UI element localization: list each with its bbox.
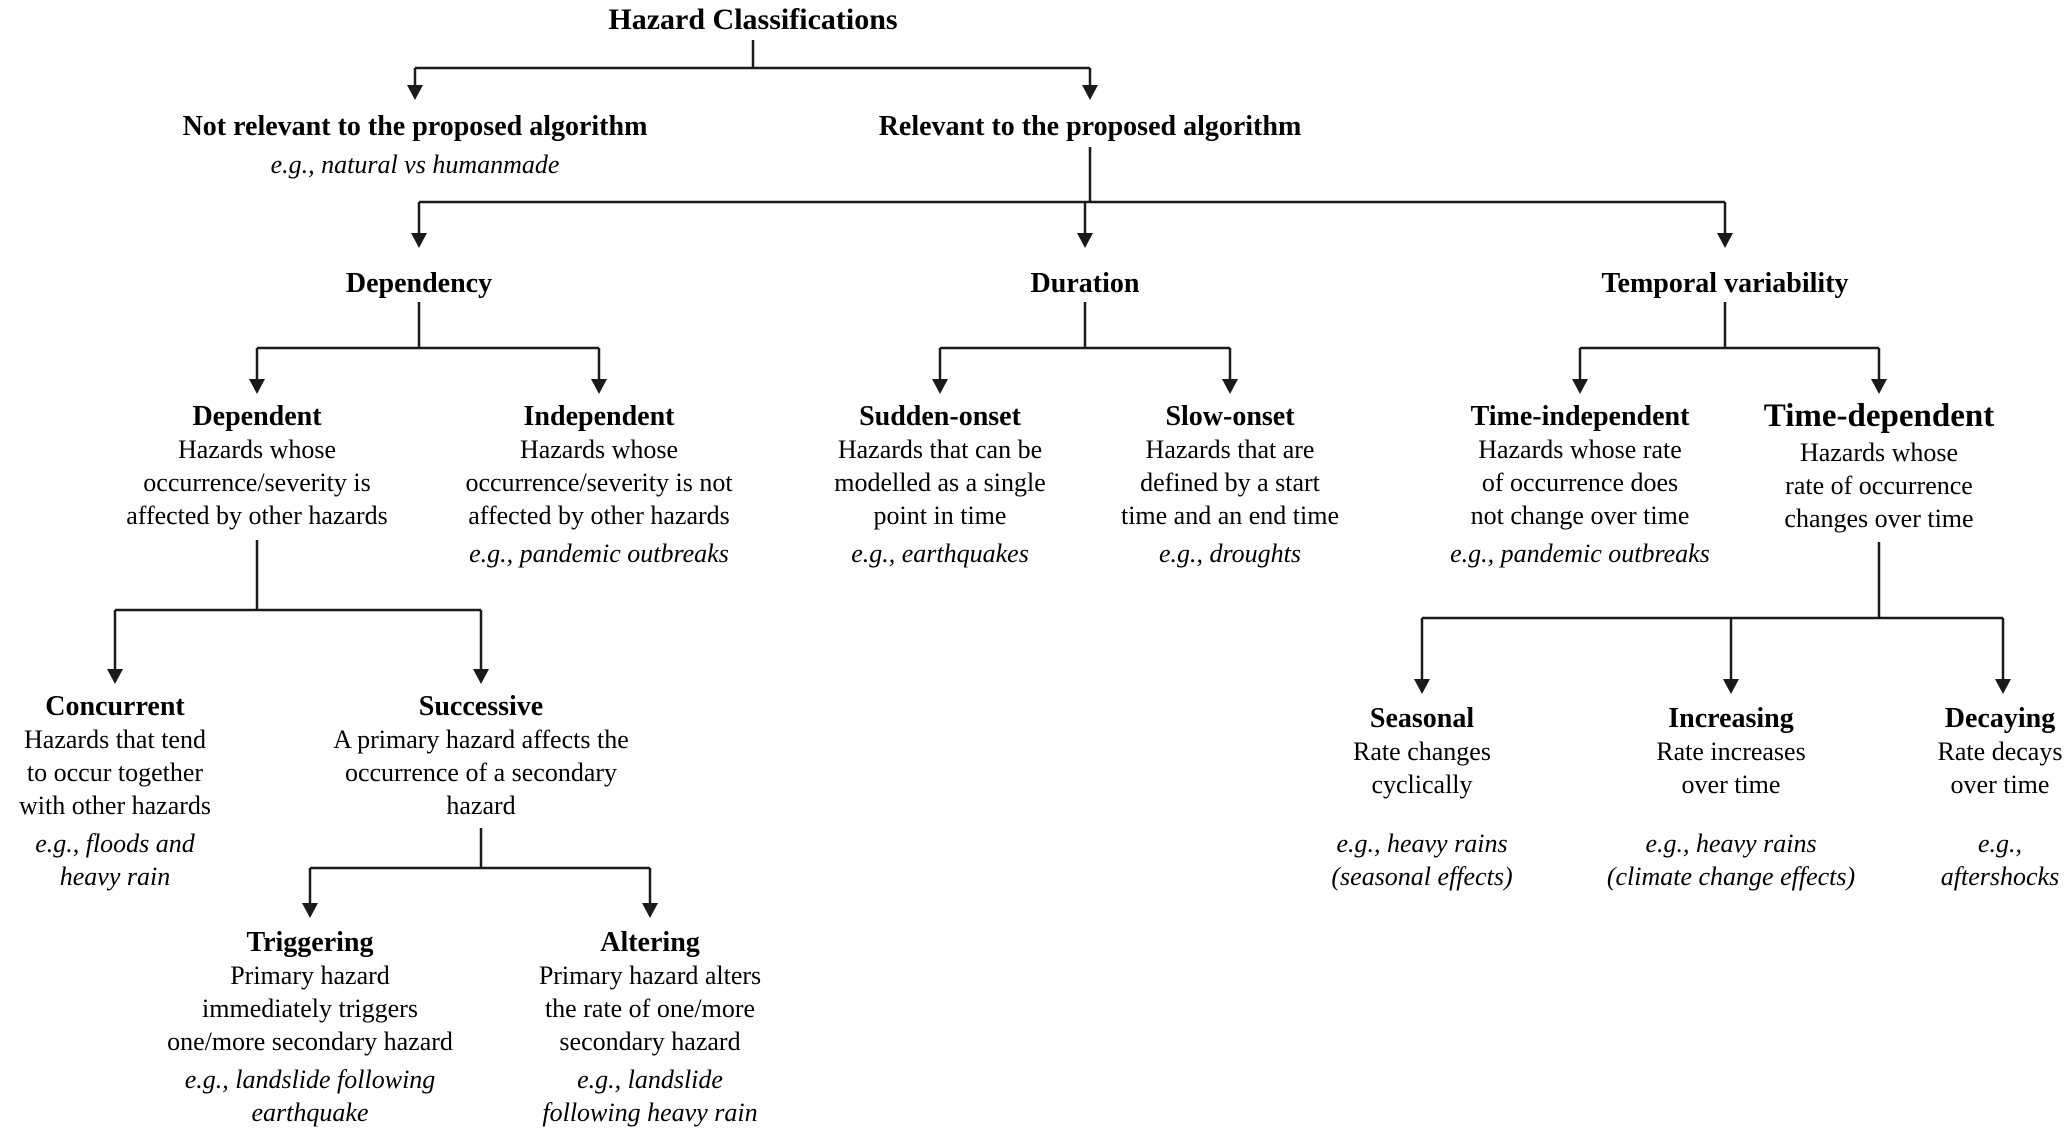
node-increasing: Increasing Rate increases over time e.g.… (1566, 702, 1896, 893)
node-duration: Duration (965, 267, 1205, 300)
node-temporal-variability: Temporal variability (1545, 267, 1905, 300)
node-time-dependent: Time-dependent Hazards whose rate of occ… (1729, 396, 2029, 535)
node-title: Temporal variability (1601, 268, 1849, 299)
node-description: Hazards that are defined by a start time… (1120, 435, 1340, 530)
node-title: Slow-onset (1165, 401, 1295, 432)
node-example: e.g., droughts (1158, 539, 1302, 568)
node-title: Increasing (1668, 703, 1794, 734)
node-example: e.g., landslide following heavy rain (542, 1065, 758, 1127)
node-slow-onset: Slow-onset Hazards that are defined by a… (1065, 400, 1395, 570)
node-title: Dependency (345, 268, 493, 299)
node-example: e.g., heavy rains (seasonal effects) (1331, 829, 1513, 891)
connector-dependent-children (107, 540, 489, 684)
node-title: Altering (600, 927, 700, 958)
node-description: Hazards that tend to occur together with… (18, 725, 212, 820)
connector-dependency-children (249, 302, 607, 394)
node-triggering: Triggering Primary hazard immediately tr… (115, 926, 505, 1129)
node-dependent: Dependent Hazards whose occurrence/sever… (77, 400, 437, 532)
node-description: Hazards whose rate of occurrence changes… (1784, 438, 1974, 533)
node-description: Hazards that can be modelled as a single… (834, 435, 1046, 530)
node-decaying: Decaying Rate decays over time e.g., aft… (1900, 702, 2067, 893)
node-root: Hazard Classifications (543, 2, 963, 38)
node-example: e.g., pandemic outbreaks (1450, 539, 1710, 568)
node-example: e.g., earthquakes (851, 539, 1029, 568)
node-description: Rate decays over time (1937, 737, 2063, 799)
node-seasonal: Seasonal Rate changes cyclically e.g., h… (1282, 702, 1562, 893)
node-title: Independent (523, 401, 675, 432)
node-title: Concurrent (45, 691, 185, 722)
connector-duration-children (932, 302, 1238, 394)
connector-time-dependent-children (1414, 542, 2011, 694)
node-not-relevant: Not relevant to the proposed algorithm e… (125, 110, 705, 181)
node-dependency: Dependency (269, 267, 569, 300)
node-description: Rate increases over time (1656, 737, 1806, 799)
node-title: Seasonal (1369, 703, 1475, 734)
node-description: Primary hazard alters the rate of one/mo… (538, 961, 762, 1056)
node-successive: Successive A primary hazard affects the … (276, 690, 686, 822)
node-example: e.g., pandemic outbreaks (469, 539, 729, 568)
node-example: e.g., natural vs humanmade (270, 150, 560, 179)
node-title: Sudden-onset (859, 401, 1021, 432)
node-title: Time-independent (1470, 401, 1690, 432)
node-title: Relevant to the proposed algorithm (878, 111, 1302, 142)
node-title: Not relevant to the proposed algorithm (182, 111, 648, 142)
node-description: Hazards whose occurrence/severity is aff… (126, 435, 388, 530)
node-concurrent: Concurrent Hazards that tend to occur to… (0, 690, 255, 893)
node-example: e.g., floods and heavy rain (35, 829, 195, 891)
node-time-independent: Time-independent Hazards whose rate of o… (1410, 400, 1750, 570)
node-description: Hazards whose rate of occurrence does no… (1470, 435, 1690, 530)
node-title: Duration (1030, 268, 1140, 299)
node-title: Decaying (1944, 703, 2056, 734)
node-altering: Altering Primary hazard alters the rate … (485, 926, 815, 1129)
node-example: e.g., landslide following earthquake (184, 1065, 436, 1127)
node-relevant: Relevant to the proposed algorithm (820, 110, 1360, 143)
connector-relevant-to-categories (411, 147, 1733, 248)
connector-successive-children (302, 828, 658, 918)
node-description: A primary hazard affects the occurrence … (333, 725, 629, 820)
connector-temporal-children (1572, 302, 1887, 394)
node-example: e.g., heavy rains (climate change effect… (1606, 829, 1856, 891)
node-example: e.g., aftershocks (1940, 829, 2060, 891)
node-title: Triggering (246, 927, 374, 958)
node-description: Rate changes cyclically (1353, 737, 1491, 799)
node-sudden-onset: Sudden-onset Hazards that can be modelle… (780, 400, 1100, 570)
diagram-title: Hazard Classifications (608, 3, 898, 36)
node-description: Hazards whose occurrence/severity is not… (465, 435, 733, 530)
node-title: Dependent (192, 401, 322, 432)
connector-root-to-level1 (407, 40, 1098, 100)
node-description: Primary hazard immediately triggers one/… (167, 961, 453, 1056)
node-independent: Independent Hazards whose occurrence/sev… (414, 400, 784, 570)
node-title: Time-dependent (1763, 398, 1995, 434)
node-title: Successive (418, 691, 544, 722)
